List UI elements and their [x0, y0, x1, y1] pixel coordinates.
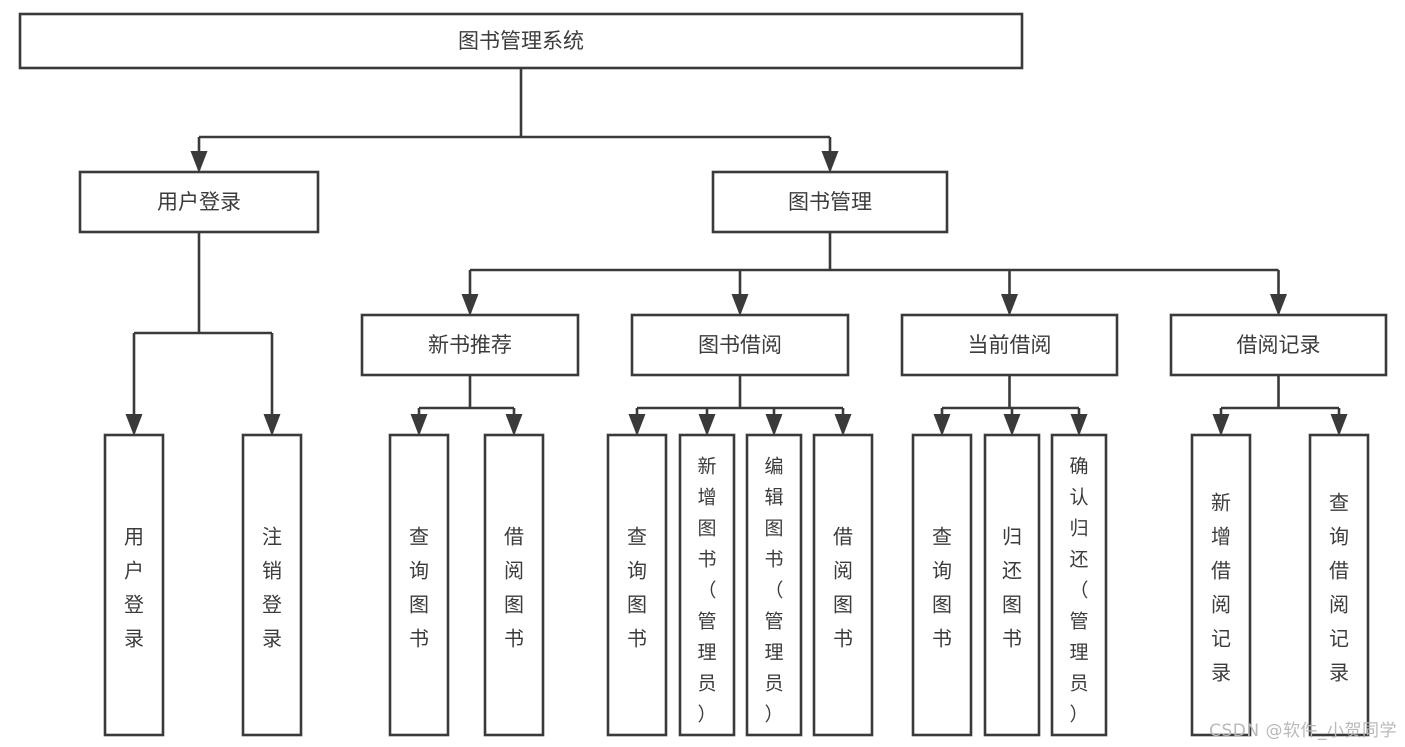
node-book-manage[interactable]: 图书管理	[711, 170, 949, 234]
node-box	[1050, 433, 1108, 737]
arrow-head-icon	[1212, 414, 1230, 436]
node-label: 借阅图书	[504, 525, 524, 651]
node-label: 图书管理	[788, 190, 872, 214]
node-label: 用户登录	[124, 525, 144, 651]
node-leaf-return-book[interactable]: 归还图书	[983, 433, 1041, 737]
arrow-head-icon	[731, 294, 749, 316]
node-box	[1169, 313, 1388, 377]
node-label: 用户登录	[157, 190, 241, 214]
arrow-head-icon	[821, 151, 839, 173]
node-borrow-record[interactable]: 借阅记录	[1169, 313, 1388, 377]
node-label: 图书管理系统	[458, 29, 584, 53]
node-label: 借阅记录	[1237, 333, 1321, 357]
node-label: 注销登录	[262, 525, 282, 651]
node-box	[606, 433, 668, 737]
node-root[interactable]: 图书管理系统	[18, 12, 1024, 70]
arrow-head-icon	[461, 294, 479, 316]
node-leaf-confirm-return[interactable]: 确认归还（管理员）	[1050, 433, 1108, 737]
arrow-head-icon	[1003, 414, 1021, 436]
connector-lines	[125, 68, 1348, 436]
node-box	[812, 433, 874, 737]
node-box	[1190, 433, 1252, 737]
node-box	[983, 433, 1041, 737]
arrow-head-icon	[263, 414, 281, 436]
node-label: 新增图书（管理员）	[697, 456, 716, 726]
node-label: 借阅图书	[833, 525, 853, 651]
node-label: 当前借阅	[968, 333, 1052, 357]
node-leaf-borrow-book-1[interactable]: 借阅图书	[483, 433, 545, 737]
node-book-borrow[interactable]: 图书借阅	[630, 313, 850, 377]
node-leaf-query-book-2[interactable]: 查询图书	[606, 433, 668, 737]
arrow-head-icon	[1270, 294, 1287, 316]
node-leaf-logout[interactable]: 注销登录	[241, 433, 303, 737]
arrow-head-icon	[698, 414, 716, 436]
arrow-head-icon	[834, 414, 852, 436]
node-label: 新增借阅记录	[1211, 491, 1231, 685]
node-leaf-query-book-3[interactable]: 查询图书	[911, 433, 973, 737]
node-box	[630, 313, 850, 377]
node-box	[900, 313, 1119, 377]
node-user-login[interactable]: 用户登录	[78, 170, 320, 234]
node-leaf-add-book[interactable]: 新增图书（管理员）	[678, 433, 736, 737]
node-leaf-borrow-book-2[interactable]: 借阅图书	[812, 433, 874, 737]
node-label: 新书推荐	[428, 333, 512, 357]
node-leaf-add-record[interactable]: 新增借阅记录	[1190, 433, 1252, 737]
node-box	[711, 170, 949, 234]
arrow-head-icon	[1070, 414, 1088, 436]
node-box	[103, 433, 165, 737]
arrow-head-icon	[1001, 294, 1018, 316]
node-leaf-query-record[interactable]: 查询借阅记录	[1308, 433, 1370, 737]
arrow-head-icon	[125, 414, 143, 436]
node-box	[18, 12, 1024, 70]
arrow-head-icon	[1330, 414, 1348, 436]
node-label: 查询图书	[409, 525, 429, 651]
node-label: 归还图书	[1002, 525, 1022, 651]
node-current-borrow[interactable]: 当前借阅	[900, 313, 1119, 377]
arrow-head-icon	[628, 414, 646, 436]
node-label: 查询图书	[627, 525, 647, 651]
node-leaf-edit-book[interactable]: 编辑图书（管理员）	[745, 433, 803, 737]
node-label: 查询借阅记录	[1329, 491, 1349, 685]
node-label: 查询图书	[932, 525, 952, 651]
node-box	[678, 433, 736, 737]
arrow-head-icon	[190, 151, 208, 173]
arrow-head-icon	[933, 414, 951, 436]
diagram-nodes: 图书管理系统用户登录图书管理新书推荐图书借阅当前借阅借阅记录用户登录注销登录查询…	[18, 12, 1388, 737]
node-leaf-user-login[interactable]: 用户登录	[103, 433, 165, 737]
node-box	[745, 433, 803, 737]
node-label: 图书借阅	[698, 333, 782, 357]
node-box	[78, 170, 320, 234]
arrow-head-icon	[410, 414, 428, 436]
node-box	[388, 433, 450, 737]
node-box	[483, 433, 545, 737]
csdn-watermark: CSDN @软件_小贺同学	[1209, 721, 1397, 741]
node-label: 编辑图书（管理员）	[764, 456, 783, 726]
node-leaf-query-book-1[interactable]: 查询图书	[388, 433, 450, 737]
node-box	[1308, 433, 1370, 737]
node-new-book-recommend[interactable]: 新书推荐	[360, 313, 580, 377]
node-box	[360, 313, 580, 377]
node-box	[241, 433, 303, 737]
arrow-head-icon	[765, 414, 783, 436]
node-label: 确认归还（管理员）	[1069, 456, 1088, 726]
arrow-head-icon	[505, 414, 523, 436]
node-box	[911, 433, 973, 737]
